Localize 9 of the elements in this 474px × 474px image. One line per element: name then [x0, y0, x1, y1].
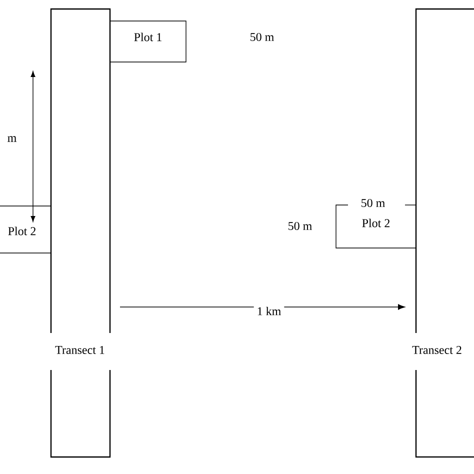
transect-strip: Transect 2 [412, 8, 474, 458]
dimension-label: 50 m [286, 220, 314, 232]
plot-box: Plot 1 [110, 20, 186, 62]
edge-label: 1 km [254, 304, 284, 318]
dimension-label: m [6, 134, 18, 144]
arrow [120, 304, 405, 310]
plot-box: Plot 2 [0, 206, 52, 254]
transect-strip: Transect 1 [50, 8, 111, 458]
dimension-label: 50 m [248, 31, 276, 43]
